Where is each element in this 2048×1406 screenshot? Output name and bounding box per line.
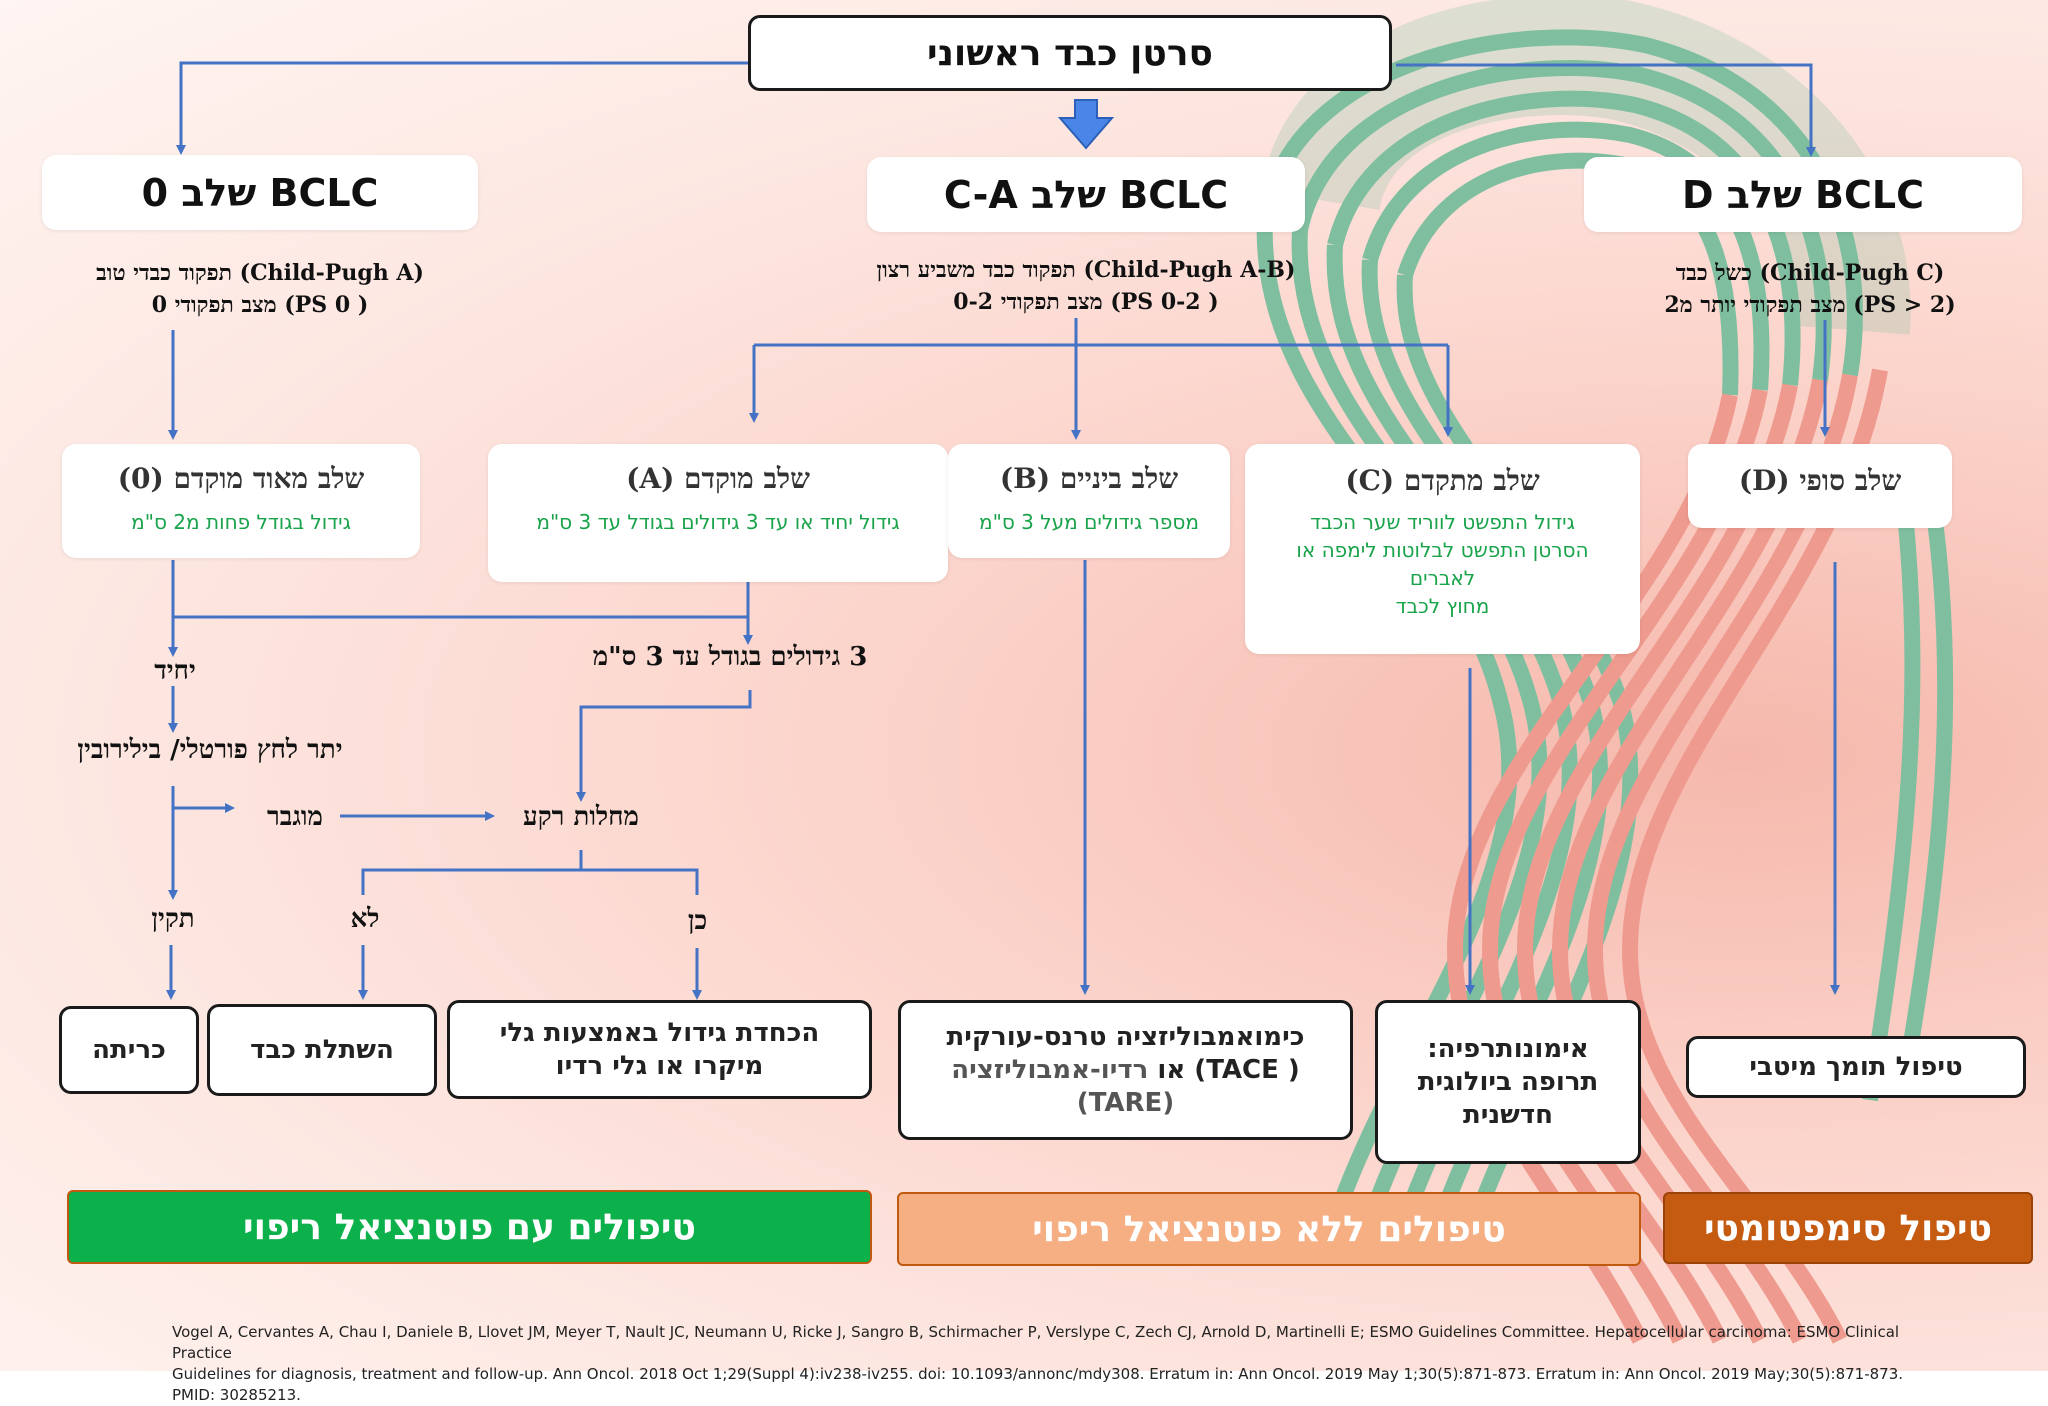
treatment-tace-line2b: רדיו-אמבוליזציה — [951, 1054, 1149, 1085]
criteria-stage0-line2: ( 0 PS) מצב תפקודי 0 — [151, 292, 369, 318]
stage-early-sub: גידול יחיד או עד 3 גידולים בגודל עד 3 ס"… — [536, 510, 900, 534]
treatment-immuno-line3: חדשנית — [1462, 1099, 1554, 1130]
reference-citation: Vogel A, Cervantes A, Chau I, Daniele B,… — [172, 1322, 1912, 1406]
stage-intermediate-box: שלב ביניים (B) מספר גידולים מעל 3 ס"מ — [948, 444, 1230, 558]
treatment-transplant-box: השתלת כבד — [207, 1004, 437, 1096]
banner-curative-label: טיפולים עם פוטנציאל ריפוי — [243, 1206, 696, 1248]
treatment-immuno-line1: אימונותרפיה: — [1427, 1033, 1589, 1064]
criteria-stageD-line2: (2 < PS) מצב תפקודי יותר מ2 — [1664, 292, 1956, 318]
treatment-tace-line2a: ( TACE) או — [1157, 1054, 1300, 1085]
flow-portal-bilirubin: יתר לחץ פורטלי/ בילירובין — [77, 735, 343, 765]
reference-line2: Guidelines for diagnosis, treatment and … — [172, 1365, 1904, 1404]
banner-symptomatic: טיפול סימפטומטי — [1663, 1192, 2033, 1264]
reference-line1: Vogel A, Cervantes A, Chau I, Daniele B,… — [172, 1323, 1900, 1362]
stage-advanced-sub1: גידול התפשט לווריד שער הכבד — [1310, 510, 1575, 534]
treatment-supportive: טיפול תומך מיטבי — [1749, 1051, 1963, 1082]
treatment-tace-line1: כימואמבוליזציה טרנס-עורקית — [946, 1021, 1305, 1052]
treatment-resection: כריתה — [92, 1034, 166, 1065]
treatment-resection-box: כריתה — [59, 1006, 199, 1094]
stage-very-early-sub: גידול בגודל פחות מ2 ס"מ — [131, 510, 351, 534]
stage-terminal-box: שלב סופי (D) — [1688, 444, 1952, 528]
treatment-ablation-line1: הכחדת גידול באמצעות גלי — [499, 1017, 820, 1048]
stage-intermediate-sub: מספר גידולים מעל 3 ס"מ — [979, 510, 1199, 534]
treatment-tace-line3: (TARE) — [1076, 1087, 1175, 1118]
stage-advanced-sub4: מחוץ לכבד — [1395, 594, 1490, 618]
flow-connectors — [166, 61, 1840, 1000]
treatment-ablation-box: הכחדת גידול באמצעות גלי מיקרו או גלי רדי… — [447, 1000, 872, 1099]
bclc-stageD-label: BCLC שלב D — [1682, 172, 1924, 217]
treatment-immunotherapy-box: אימונותרפיה: תרופה ביולוגית חדשנית — [1375, 1000, 1641, 1164]
stage-very-early-title: שלב מאוד מוקדם (0) — [117, 462, 365, 495]
bclc-stageD-box: BCLC שלב D — [1584, 157, 2022, 232]
treatment-transplant: השתלת כבד — [250, 1034, 394, 1065]
bclc-stageCA-label: BCLC שלב C-A — [943, 172, 1229, 217]
criteria-stage0: (Child-Pugh A) תפקוד כבדי טוב ( 0 PS) מצ… — [40, 257, 480, 321]
top-title-box: סרטן כבד ראשוני — [748, 15, 1392, 91]
treatment-immuno-line2: תרופה ביולוגית — [1417, 1066, 1599, 1097]
criteria-stageCA-line1: (Child-Pugh A-B) תפקוד כבד משביע רצון — [876, 257, 1296, 283]
banner-noncurative-label: טיפולים ללא פוטנציאל ריפוי — [1032, 1208, 1506, 1250]
flow-elevated: מוגבר — [267, 802, 323, 832]
bclc-stageCA-box: BCLC שלב C-A — [867, 157, 1305, 232]
flow-no: לא — [350, 904, 380, 934]
bclc-stage0-label: BCLC שלב 0 — [141, 170, 379, 215]
down-block-arrow-icon — [1057, 99, 1115, 150]
stage-early-title: שלב מוקדם (A) — [626, 462, 810, 495]
treatment-ablation-line2: מיקרו או גלי רדיו — [555, 1050, 764, 1081]
flow-yes: כן — [687, 906, 708, 936]
treatment-tace-box: כימואמבוליזציה טרנס-עורקית ( TACE) או רד… — [898, 1000, 1353, 1140]
stage-advanced-title: שלב מתקדם (C) — [1345, 464, 1540, 497]
stage-advanced-sub3: לאברים — [1409, 566, 1476, 590]
criteria-stageD: (Child-Pugh C) כשל כבד (2 < PS) מצב תפקו… — [1590, 257, 2030, 321]
flow-single: יחיד — [154, 656, 196, 686]
criteria-stageCA: (Child-Pugh A-B) תפקוד כבד משביע רצון ( … — [850, 254, 1322, 318]
stage-advanced-box: שלב מתקדם (C) גידול התפשט לווריד שער הכב… — [1245, 444, 1640, 654]
stage-very-early-box: שלב מאוד מוקדם (0) גידול בגודל פחות מ2 ס… — [62, 444, 420, 558]
stage-advanced-sub2: הסרטן התפשט לבלוטות לימפה או — [1296, 538, 1589, 562]
banner-curative: טיפולים עם פוטנציאל ריפוי — [67, 1190, 872, 1264]
top-title: סרטן כבד ראשוני — [927, 32, 1213, 74]
treatment-supportive-box: טיפול תומך מיטבי — [1686, 1036, 2026, 1098]
criteria-stageD-line1: (Child-Pugh C) כשל כבד — [1675, 260, 1945, 286]
flow-three-tumors: 3 גידולים בגודל עד 3 ס"מ — [592, 642, 868, 672]
banner-noncurative: טיפולים ללא פוטנציאל ריפוי — [897, 1192, 1641, 1266]
stage-intermediate-title: שלב ביניים (B) — [999, 462, 1179, 495]
criteria-stage0-line1: (Child-Pugh A) תפקוד כבדי טוב — [96, 260, 424, 286]
flow-comorbidities: מחלות רקע — [523, 802, 639, 832]
flow-normal: תקין — [151, 904, 195, 934]
bclc-stage0-box: BCLC שלב 0 — [42, 155, 478, 230]
banner-symptomatic-label: טיפול סימפטומטי — [1703, 1207, 1993, 1249]
criteria-stageCA-line2: ( 0-2 PS) מצב תפקודי 0-2 — [953, 289, 1219, 315]
stage-early-box: שלב מוקדם (A) גידול יחיד או עד 3 גידולים… — [488, 444, 948, 582]
stage-terminal-title: שלב סופי (D) — [1738, 464, 1902, 497]
